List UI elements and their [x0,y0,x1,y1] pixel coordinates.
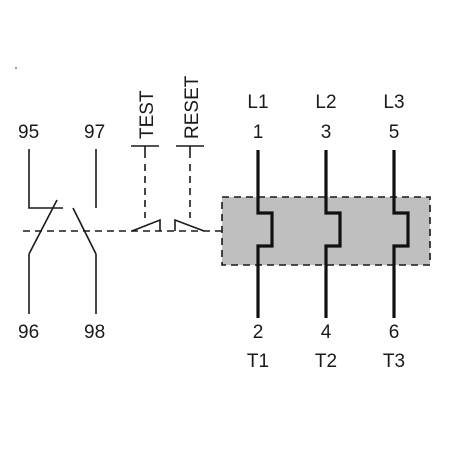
contact-95-label: 95 [18,122,39,143]
pole-1: L1 1 2 T1 [247,92,274,372]
test-button: TEST [131,90,161,232]
test-label: TEST [137,90,158,139]
nc-contact-95-96 [28,149,63,314]
pole-3-line-number: 5 [389,122,400,143]
pole-3-load-number: 6 [389,322,400,343]
reset-label: RESET [182,75,203,139]
contact-97-label: 97 [84,122,105,143]
pole-3-line-label: L3 [383,92,404,113]
pole-1-line-number: 1 [253,122,264,143]
pole-1-heater [256,150,274,318]
pole-2-heater [324,150,342,318]
pole-1-load-label: T1 [247,351,269,372]
pole-2-line-label: L2 [315,92,336,113]
pole-1-line-label: L1 [247,92,268,113]
pole-3-load-label: T3 [383,351,405,372]
pole-2-load-number: 4 [321,322,332,343]
reset-button: RESET [174,75,205,232]
pole-2-line-number: 3 [321,122,332,143]
stray-dot [15,67,17,69]
pole-3: L3 5 6 T3 [383,92,410,372]
contact-96-label: 96 [18,322,39,343]
pole-2-load-label: T2 [315,351,337,372]
pole-2: L2 3 4 T2 [315,92,342,372]
pole-3-heater [392,150,410,318]
pole-1-load-number: 2 [253,322,264,343]
contact-98-label: 98 [84,322,105,343]
